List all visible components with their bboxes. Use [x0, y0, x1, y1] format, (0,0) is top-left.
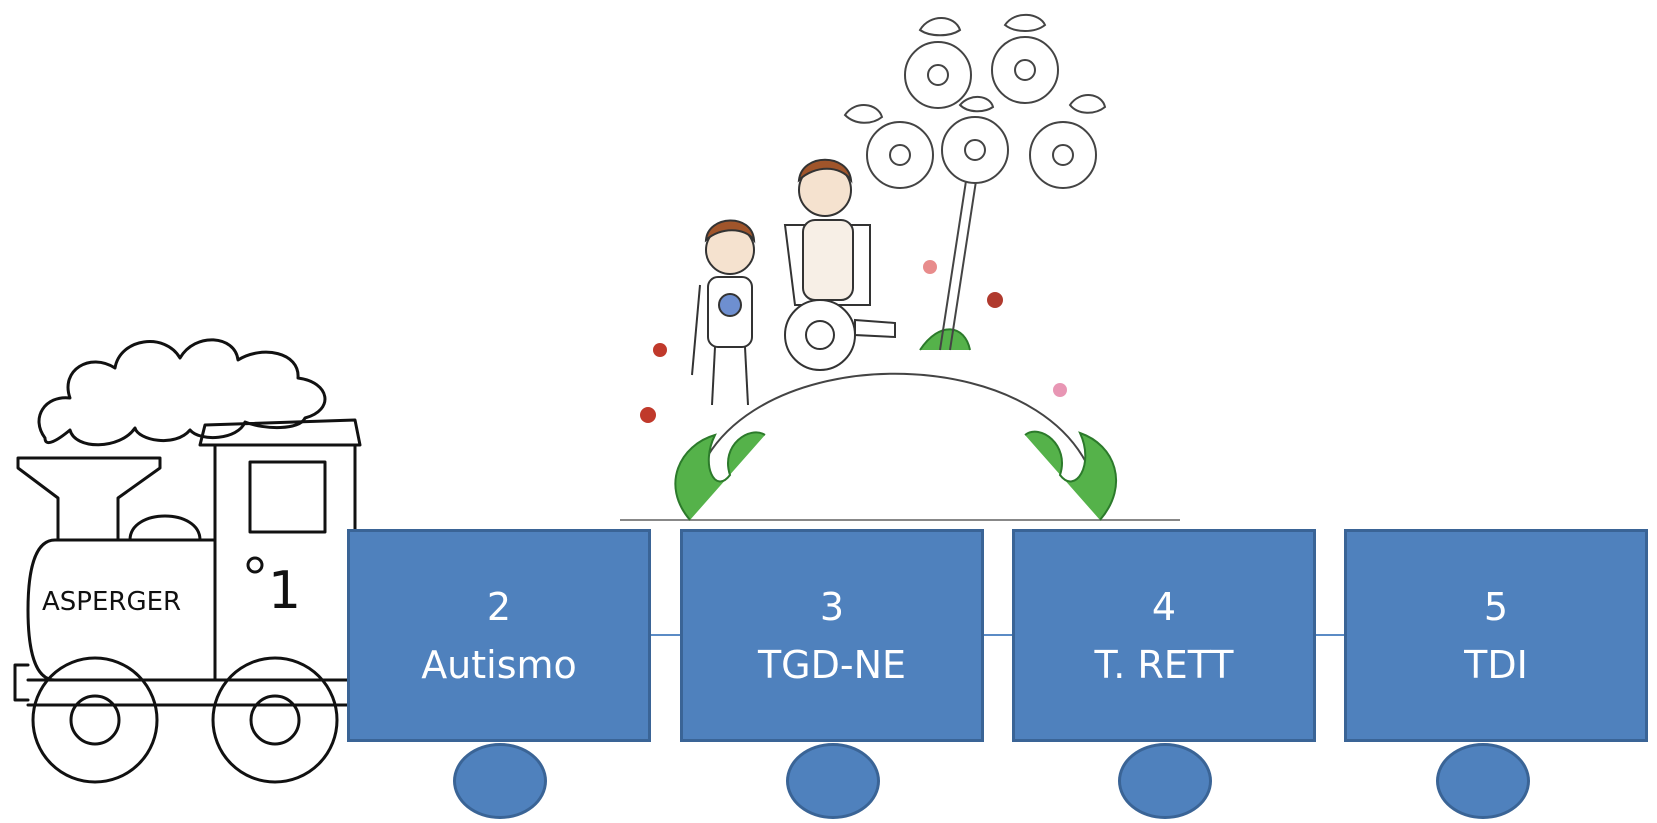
wagon-wheel-icon: [786, 743, 880, 819]
coupling: [1304, 634, 1344, 636]
wagon-3: 3 TGD-NE: [680, 529, 984, 742]
engine-wheel-front-icon: [31, 656, 159, 784]
engine-label: ASPERGER: [42, 587, 181, 617]
smoke-cloud-icon: [37, 338, 327, 447]
wagon-2: 2 Autismo: [347, 529, 651, 742]
chimney-icon: [16, 456, 162, 542]
coupling: [972, 634, 1012, 636]
cab-window-icon: [248, 460, 327, 534]
wagon-wheel-icon: [1118, 743, 1212, 819]
wagon-label: TDI: [1464, 642, 1528, 687]
children-hill-illustration: [620, 13, 1180, 521]
wagon-wheel-icon: [1436, 743, 1530, 819]
wagon-label: T. RETT: [1094, 642, 1234, 687]
wagon-label: Autismo: [421, 642, 577, 687]
wagon-number: 4: [1151, 584, 1177, 629]
engine-number: 1: [268, 561, 301, 621]
coupling: [640, 634, 680, 636]
child-wheelchair-icon: [783, 158, 896, 371]
child-standing-icon: [691, 219, 756, 406]
wagon-5: 5 TDI: [1344, 529, 1648, 742]
wagon-4: 4 T. RETT: [1012, 529, 1316, 742]
wagon-number: 5: [1483, 584, 1509, 629]
wagon-label: TGD-NE: [757, 642, 907, 687]
wagon-number: 2: [486, 584, 512, 629]
engine-wheel-rear-icon: [211, 656, 339, 784]
wagon-number: 3: [819, 584, 845, 629]
flower-tree-icon: [866, 36, 1097, 351]
wagon-wheel-icon: [453, 743, 547, 819]
bird-icons: [843, 13, 1107, 124]
